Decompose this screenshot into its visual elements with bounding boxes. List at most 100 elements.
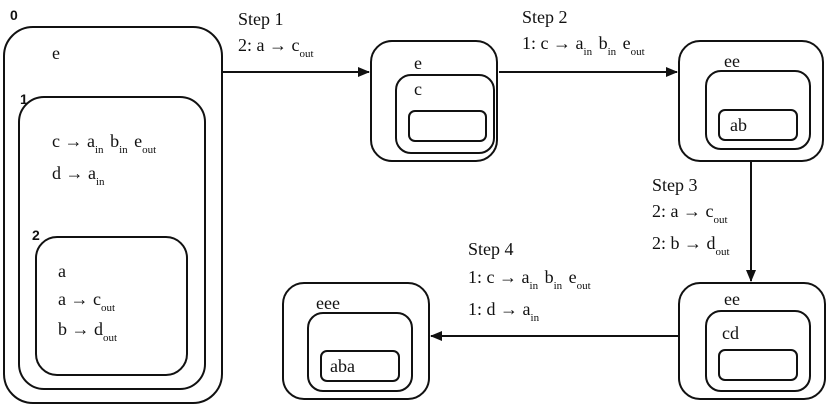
rule-lhs: a (256, 35, 265, 55)
rule-object: a (88, 163, 96, 183)
rule-target: in (119, 144, 128, 156)
config-2-inner (718, 109, 798, 141)
rule-lhs: d (52, 163, 61, 183)
rule-target: in (607, 46, 617, 58)
step-2-title: Step 2 (522, 7, 568, 27)
config-1-middle-contents: c (414, 79, 422, 99)
rule-object: d (706, 233, 716, 253)
rule-target: out (630, 46, 645, 58)
rule-lhs: b (58, 319, 67, 339)
config-4-inner (320, 350, 400, 382)
step-3-title: Step 3 (652, 175, 698, 195)
rule-target: out (101, 302, 116, 314)
rule-object: e (622, 33, 631, 53)
rule-object: c (705, 201, 714, 221)
rule-lhs: a (58, 289, 66, 309)
step-2-rule-1: 1: c → ain bin eout (522, 33, 647, 58)
config-4-middle (307, 312, 413, 392)
rule-object: c (291, 35, 300, 55)
config-3-middle-contents: cd (722, 323, 739, 343)
config-2-outer (678, 40, 824, 162)
membrane-1 (18, 96, 206, 390)
rule-prefix: 1: (468, 267, 487, 287)
rule-lhs: c (540, 33, 549, 53)
membrane-0 (3, 26, 223, 404)
config-2-middle (705, 70, 811, 150)
rule-arrow: → (679, 233, 707, 253)
membrane-2-label: 2 (32, 227, 40, 243)
config-3-outer (678, 282, 826, 400)
membrane-2-rule-1: a → cout (58, 289, 117, 314)
rule-target: out (103, 332, 118, 344)
rule-object: a (575, 33, 584, 53)
rule-target: in (95, 144, 104, 156)
membrane-1-rule-1: c → ain bin eout (52, 131, 158, 156)
rule-target: out (299, 48, 314, 60)
membrane-1-rule-2: d → ain (52, 163, 107, 188)
step-4-title: Step 4 (468, 239, 514, 259)
config-3-outer-contents: ee (724, 289, 740, 309)
config-4-outer-contents: eee (316, 293, 340, 313)
rule-lhs: c (486, 267, 495, 287)
config-2-inner-contents: ab (730, 115, 747, 135)
membrane-2 (35, 236, 188, 376)
rule-arrow: → (548, 33, 576, 53)
step-3-rule-1: 2: a → cout (652, 201, 730, 226)
rule-target: out (142, 144, 157, 156)
rule-prefix: 1: (522, 33, 541, 53)
rule-object: c (93, 289, 101, 309)
step-1-rule-1: 2: a → cout (238, 35, 316, 60)
config-3-middle (705, 310, 811, 392)
step-1-title: Step 1 (238, 9, 284, 29)
rule-target: in (96, 176, 105, 188)
rule-object: e (134, 131, 143, 151)
rule-target: in (553, 280, 563, 292)
rule-target: in (530, 312, 540, 324)
config-4-outer (282, 282, 430, 400)
rule-target: out (576, 280, 591, 292)
membrane-1-label: 1 (20, 91, 28, 107)
rule-target: out (713, 214, 728, 226)
rule-arrow: → (60, 131, 87, 151)
membrane-0-contents: e (52, 43, 60, 63)
rule-prefix: 1: (468, 299, 487, 319)
rule-target: in (529, 280, 539, 292)
config-2-outer-contents: ee (724, 51, 740, 71)
rule-object: d (94, 319, 103, 339)
rule-arrow: → (678, 201, 706, 221)
rule-arrow: → (61, 163, 88, 183)
membrane-0-label: 0 (10, 7, 18, 23)
rule-arrow: → (495, 299, 523, 319)
membrane-2-rule-2: b → dout (58, 319, 119, 344)
config-1-outer (370, 40, 498, 162)
rule-arrow: → (66, 289, 93, 309)
membrane-2-contents: a (58, 261, 66, 281)
rule-arrow: → (494, 267, 522, 287)
rule-lhs: d (486, 299, 496, 319)
config-4-inner-contents: aba (330, 356, 355, 376)
rule-object: a (87, 131, 95, 151)
step-4-rule-2: 1: d → ain (468, 299, 541, 324)
config-1-middle (395, 74, 495, 154)
rule-prefix: 2: (238, 35, 257, 55)
rule-object: b (598, 33, 608, 53)
config-1-outer-contents: e (414, 53, 422, 73)
rule-object: e (568, 267, 577, 287)
rule-target: in (583, 46, 593, 58)
rule-prefix: 2: (652, 201, 671, 221)
rule-object: a (521, 267, 530, 287)
rule-target: out (715, 246, 730, 258)
config-3-inner (718, 349, 798, 381)
step-4-rule-1: 1: c → ain bin eout (468, 267, 593, 292)
rule-prefix: 2: (652, 233, 671, 253)
rule-lhs: b (670, 233, 680, 253)
rule-object: a (522, 299, 531, 319)
rule-object: b (110, 131, 120, 151)
rule-lhs: c (52, 131, 60, 151)
rule-arrow: → (67, 319, 94, 339)
step-3-rule-2: 2: b → dout (652, 233, 732, 258)
rule-object: b (544, 267, 554, 287)
config-1-inner (408, 110, 487, 142)
